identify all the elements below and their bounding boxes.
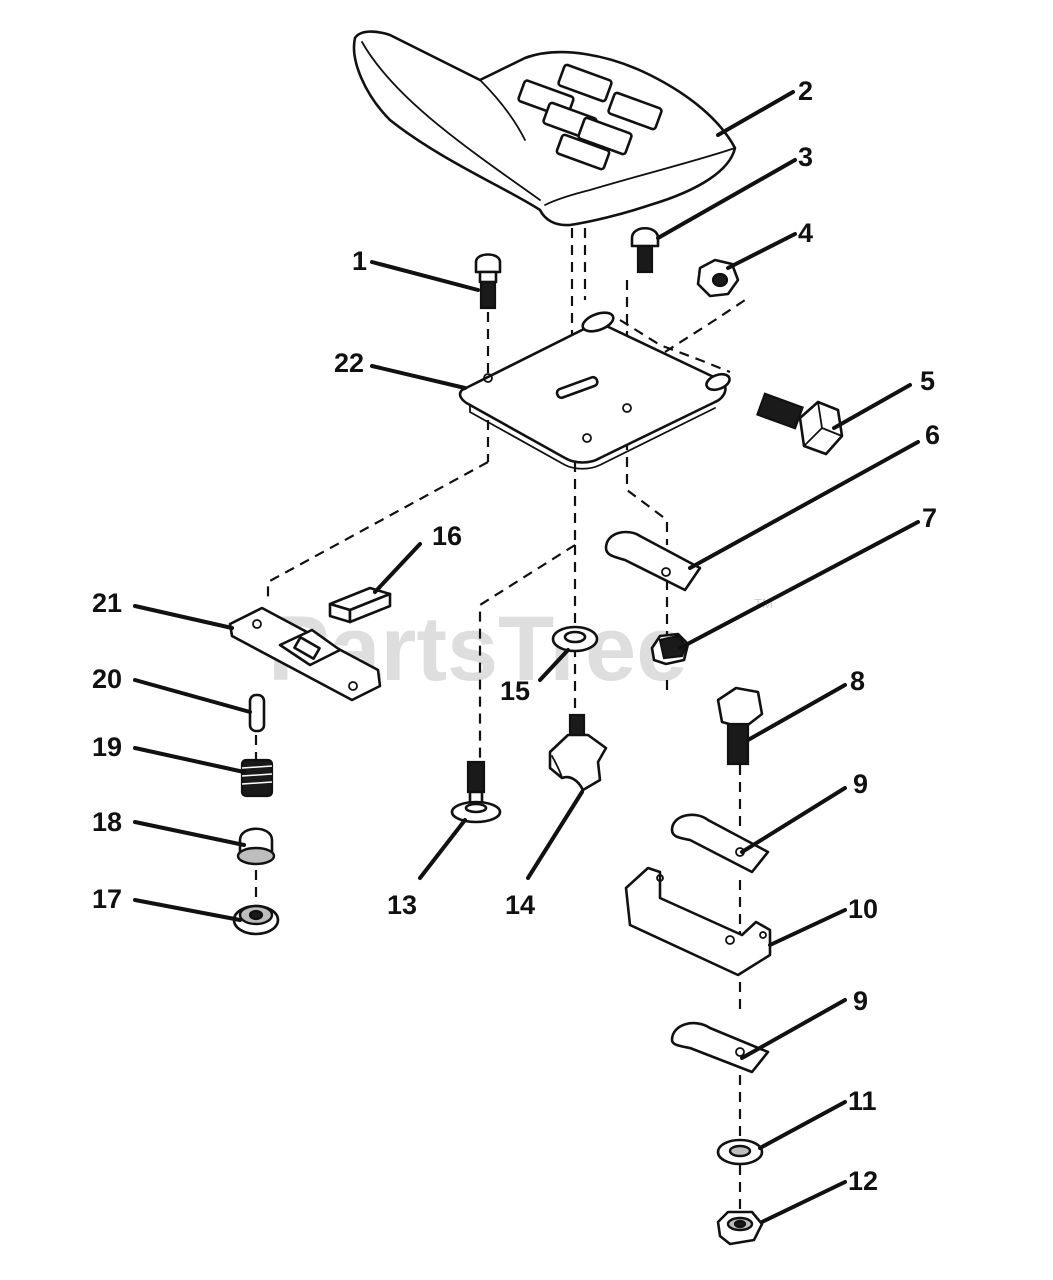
callout-16: 16	[432, 521, 462, 551]
callout-3: 3	[798, 142, 813, 172]
adjustment-knob	[548, 713, 608, 792]
shoulder-bolt	[450, 760, 502, 824]
seat	[352, 30, 737, 227]
seat-mounting-plate	[458, 311, 731, 470]
callout-13: 13	[387, 890, 417, 920]
compression-spring	[240, 758, 274, 798]
carriage-bolt	[474, 253, 502, 310]
flat-washer	[551, 625, 599, 653]
pin	[248, 693, 266, 733]
callout-1: 1	[352, 246, 367, 276]
callout-6: 6	[925, 420, 940, 450]
callout-14: 14	[505, 890, 535, 920]
callout-11: 11	[848, 1086, 877, 1116]
callout-7: 7	[922, 503, 937, 533]
lock-washer	[716, 1138, 764, 1166]
callout-21: 21	[92, 588, 122, 618]
support-bracket	[624, 866, 772, 977]
callout-18: 18	[92, 807, 122, 837]
callout-17: 17	[92, 884, 122, 914]
hex-head-bolt	[756, 392, 844, 456]
mounting-bolt	[630, 226, 660, 274]
leader-lines	[133, 90, 920, 1224]
spring-clip-upper	[604, 530, 702, 592]
callout-12: 12	[848, 1166, 878, 1196]
callout-10: 10	[848, 894, 878, 924]
hex-bolt-long	[716, 686, 764, 766]
callout-22: 22	[334, 348, 364, 378]
latch-plate	[228, 606, 382, 702]
callout-5: 5	[920, 366, 935, 396]
callout-15: 15	[500, 676, 530, 706]
knob-cap	[236, 827, 276, 866]
callout-19: 19	[92, 732, 122, 762]
spring-clip-lower	[670, 1021, 770, 1074]
hex-nut-lower	[716, 1210, 764, 1246]
lock-nut	[650, 632, 690, 666]
callout-9-upper: 9	[853, 769, 868, 799]
callout-2: 2	[798, 76, 813, 106]
callout-9-lower: 9	[853, 986, 868, 1016]
callout-4: 4	[798, 218, 813, 248]
callout-8: 8	[850, 666, 865, 696]
callout-labels: 1 2 3 4 5 6 7 8 9 10 9 11 12 13 14 15 16…	[92, 76, 940, 1196]
flange-nut	[232, 904, 280, 936]
callout-20: 20	[92, 664, 122, 694]
